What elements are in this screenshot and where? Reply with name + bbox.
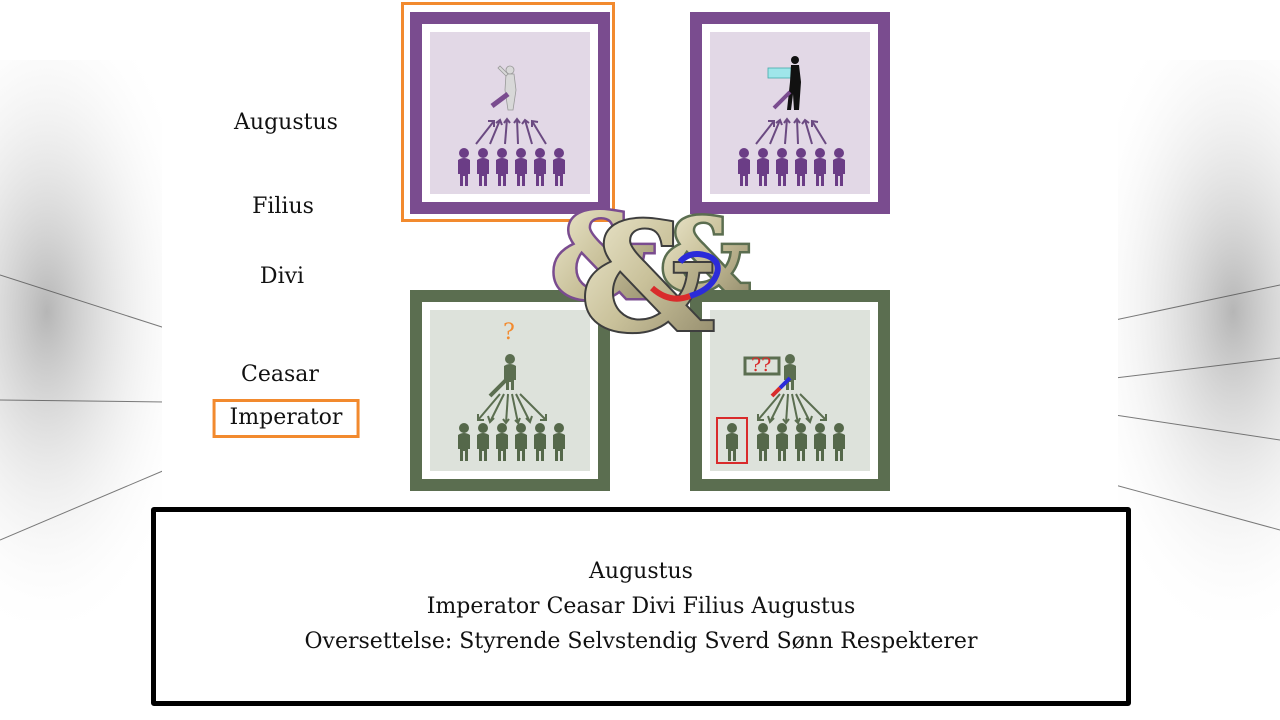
caption-translation: Oversettelse: Styrende Selvstendig Sverd… <box>304 629 978 654</box>
people-row-icon <box>458 148 565 186</box>
people-to-leader-silhouette-illustration <box>738 56 845 186</box>
panel-bottom-right: ?? <box>690 290 890 491</box>
banner-icon <box>767 67 795 79</box>
arrows-down-icon <box>757 393 827 425</box>
question-mark-orange: ? <box>503 320 515 345</box>
panel-top-right <box>690 12 890 214</box>
outcast-highlight-box <box>716 417 748 464</box>
people-row-icon <box>458 423 565 461</box>
panel-top-left <box>410 12 610 214</box>
arrows-up-icon <box>755 117 827 145</box>
label-divi: Divi <box>259 264 305 289</box>
ampersand-left-icon: & <box>550 187 657 326</box>
people-row-icon <box>726 423 845 461</box>
label-filius: Filius <box>252 194 314 219</box>
people-to-leader-illustration <box>458 65 565 186</box>
caption-title: Augustus <box>589 559 693 584</box>
label-ceasar: Ceasar <box>241 362 319 387</box>
slide-canvas <box>162 0 1118 510</box>
leader-to-people-outcast-illustration <box>726 354 845 461</box>
label-augustus: Augustus <box>234 110 338 135</box>
question-marks-sign: ?? <box>751 354 772 376</box>
label-imperator: Imperator <box>212 399 360 438</box>
blue-curve-icon <box>677 251 721 299</box>
selection-highlight <box>401 2 615 222</box>
leader-figure-icon <box>504 354 516 390</box>
caption-full-name: Imperator Ceasar Divi Filius Augustus <box>426 594 856 619</box>
red-curve-icon <box>650 285 692 302</box>
sign-board-icon <box>743 356 781 376</box>
caption-box: Augustus Imperator Ceasar Divi Filius Au… <box>151 507 1131 706</box>
panel-bottom-left: ? <box>410 290 610 491</box>
ampersand-center-icon: & <box>580 190 715 340</box>
arrows-up-icon <box>475 117 547 145</box>
silhouette-figure-icon <box>787 56 801 110</box>
people-row-icon <box>738 148 845 186</box>
leader-to-people-illustration <box>458 354 565 461</box>
arrows-down-icon <box>477 393 547 425</box>
statue-icon <box>497 65 517 111</box>
ampersand-graphic: & & & <box>548 185 753 341</box>
